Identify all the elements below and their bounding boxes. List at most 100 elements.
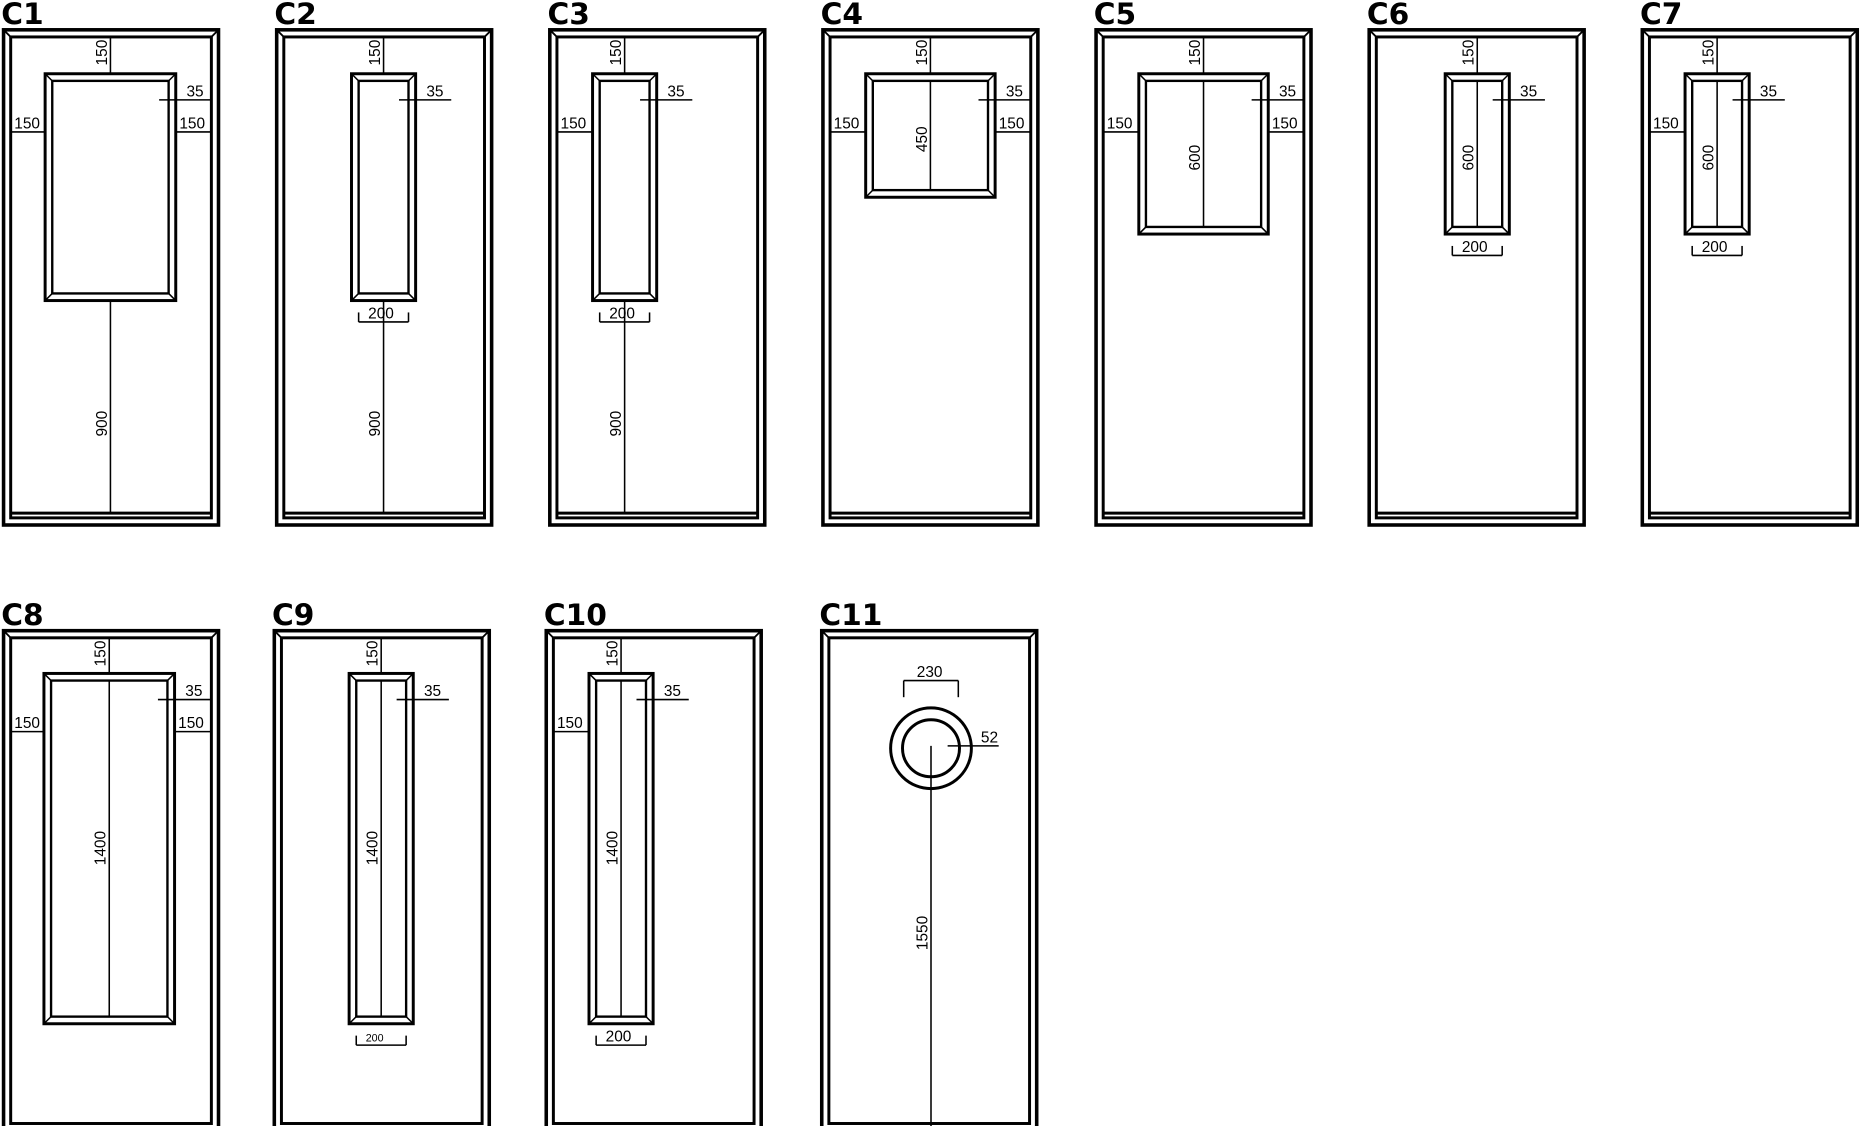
door-frame-inner (9, 636, 213, 1125)
dim-left: 150 (14, 715, 40, 732)
panel-miter (1501, 73, 1510, 82)
panel-miter (43, 1016, 52, 1025)
door-frame-outer (1, 28, 221, 527)
dim-corner: 35 (1760, 83, 1777, 100)
door-label: C5 (1094, 0, 1136, 31)
dim-height: 600 (1187, 145, 1204, 171)
door-frame-outer (544, 628, 763, 1126)
dim-below: 900 (94, 411, 111, 437)
panel-miter (1741, 73, 1750, 82)
panel-miter (407, 73, 417, 82)
panel-miter (44, 292, 53, 302)
door-label: C4 (821, 0, 863, 31)
panel-miter (168, 292, 177, 302)
door-c5: C5 150 35 150 150 600 (1094, 0, 1313, 527)
panel-miter (348, 672, 357, 682)
frame-miter (549, 29, 558, 38)
dim-corner: 35 (424, 683, 441, 700)
dim-below: 900 (608, 411, 625, 437)
dim-height: 450 (914, 126, 931, 152)
panel-miter (1260, 73, 1269, 82)
frame-miter (1303, 29, 1312, 38)
panel-miter (1444, 226, 1453, 235)
dim-top: 150 (1187, 40, 1204, 66)
door-label: C9 (272, 597, 314, 632)
frame-miter (481, 630, 490, 639)
panel-miter (407, 292, 417, 302)
dim-top: 150 (365, 641, 382, 667)
frame-miter (2, 630, 12, 639)
dim-top: 150 (608, 40, 625, 66)
dim-top: 150 (914, 40, 931, 66)
dim-top: 150 (367, 40, 384, 66)
door-label: C11 (819, 597, 882, 632)
dim-top: 150 (1461, 40, 1478, 66)
frame-miter (276, 29, 285, 38)
dim-width: 200 (606, 1029, 632, 1046)
dim-left: 150 (557, 715, 583, 732)
dim-corner: 35 (1520, 83, 1537, 100)
door-frame-inner (555, 35, 760, 520)
door-label: C10 (544, 597, 607, 632)
panel-miter (350, 292, 360, 302)
frame-miter (1030, 29, 1039, 38)
glass-panel-inner (598, 79, 651, 295)
dim-corner: 35 (186, 83, 203, 100)
frame-miter (1095, 29, 1104, 38)
panel-miter (588, 1016, 597, 1025)
dim-diameter: 230 (917, 664, 943, 681)
dim-width: 200 (1702, 239, 1728, 256)
door-frame-outer (819, 628, 1039, 1126)
door-frame-outer (1367, 28, 1586, 527)
panel-miter (592, 292, 601, 302)
glass-panel-outer (43, 72, 178, 303)
dim-height: 600 (1701, 145, 1718, 171)
dim-width: 200 (609, 305, 635, 322)
panel-miter (649, 73, 658, 82)
panel-miter (1741, 226, 1750, 235)
door-frame-inner (827, 636, 1032, 1125)
panel-miter (865, 73, 874, 82)
dim-left: 150 (14, 115, 40, 132)
dim-height: 1400 (605, 831, 622, 865)
door-frame-outer (821, 28, 1040, 527)
frame-miter (822, 29, 831, 38)
door-frame-outer (1640, 28, 1860, 527)
frame-miter (273, 630, 283, 639)
dim-right: 150 (1272, 115, 1298, 132)
dim-corner: 35 (1279, 83, 1296, 100)
dim-left: 150 (1107, 115, 1133, 132)
panel-miter (43, 672, 52, 682)
dim-right: 150 (179, 115, 205, 132)
dim-right: 150 (999, 115, 1025, 132)
panel-miter (166, 672, 176, 682)
frame-miter (2, 29, 12, 38)
panel-miter (987, 73, 996, 82)
frame-miter (753, 630, 762, 639)
dim-corner: 35 (426, 83, 443, 100)
frame-miter (756, 29, 766, 38)
door-frame-outer (274, 28, 494, 527)
dim-below: 1550 (914, 916, 931, 950)
dim-left: 150 (1653, 115, 1679, 132)
dim-left: 150 (561, 115, 587, 132)
panel-miter (1501, 226, 1510, 235)
dim-right: 150 (178, 715, 204, 732)
panel-miter (865, 189, 874, 198)
glass-panel-inner (51, 79, 170, 295)
dim-corner: 35 (185, 683, 202, 700)
dim-width: 200 (368, 305, 394, 322)
dim-width: 200 (366, 1033, 384, 1045)
frame-miter (545, 630, 555, 639)
door-frame-inner (551, 636, 756, 1125)
panel-miter (1684, 226, 1693, 235)
frame-miter (483, 29, 493, 38)
panel-miter (405, 672, 414, 682)
panel-miter (1138, 226, 1147, 235)
dim-below: 900 (367, 411, 384, 437)
